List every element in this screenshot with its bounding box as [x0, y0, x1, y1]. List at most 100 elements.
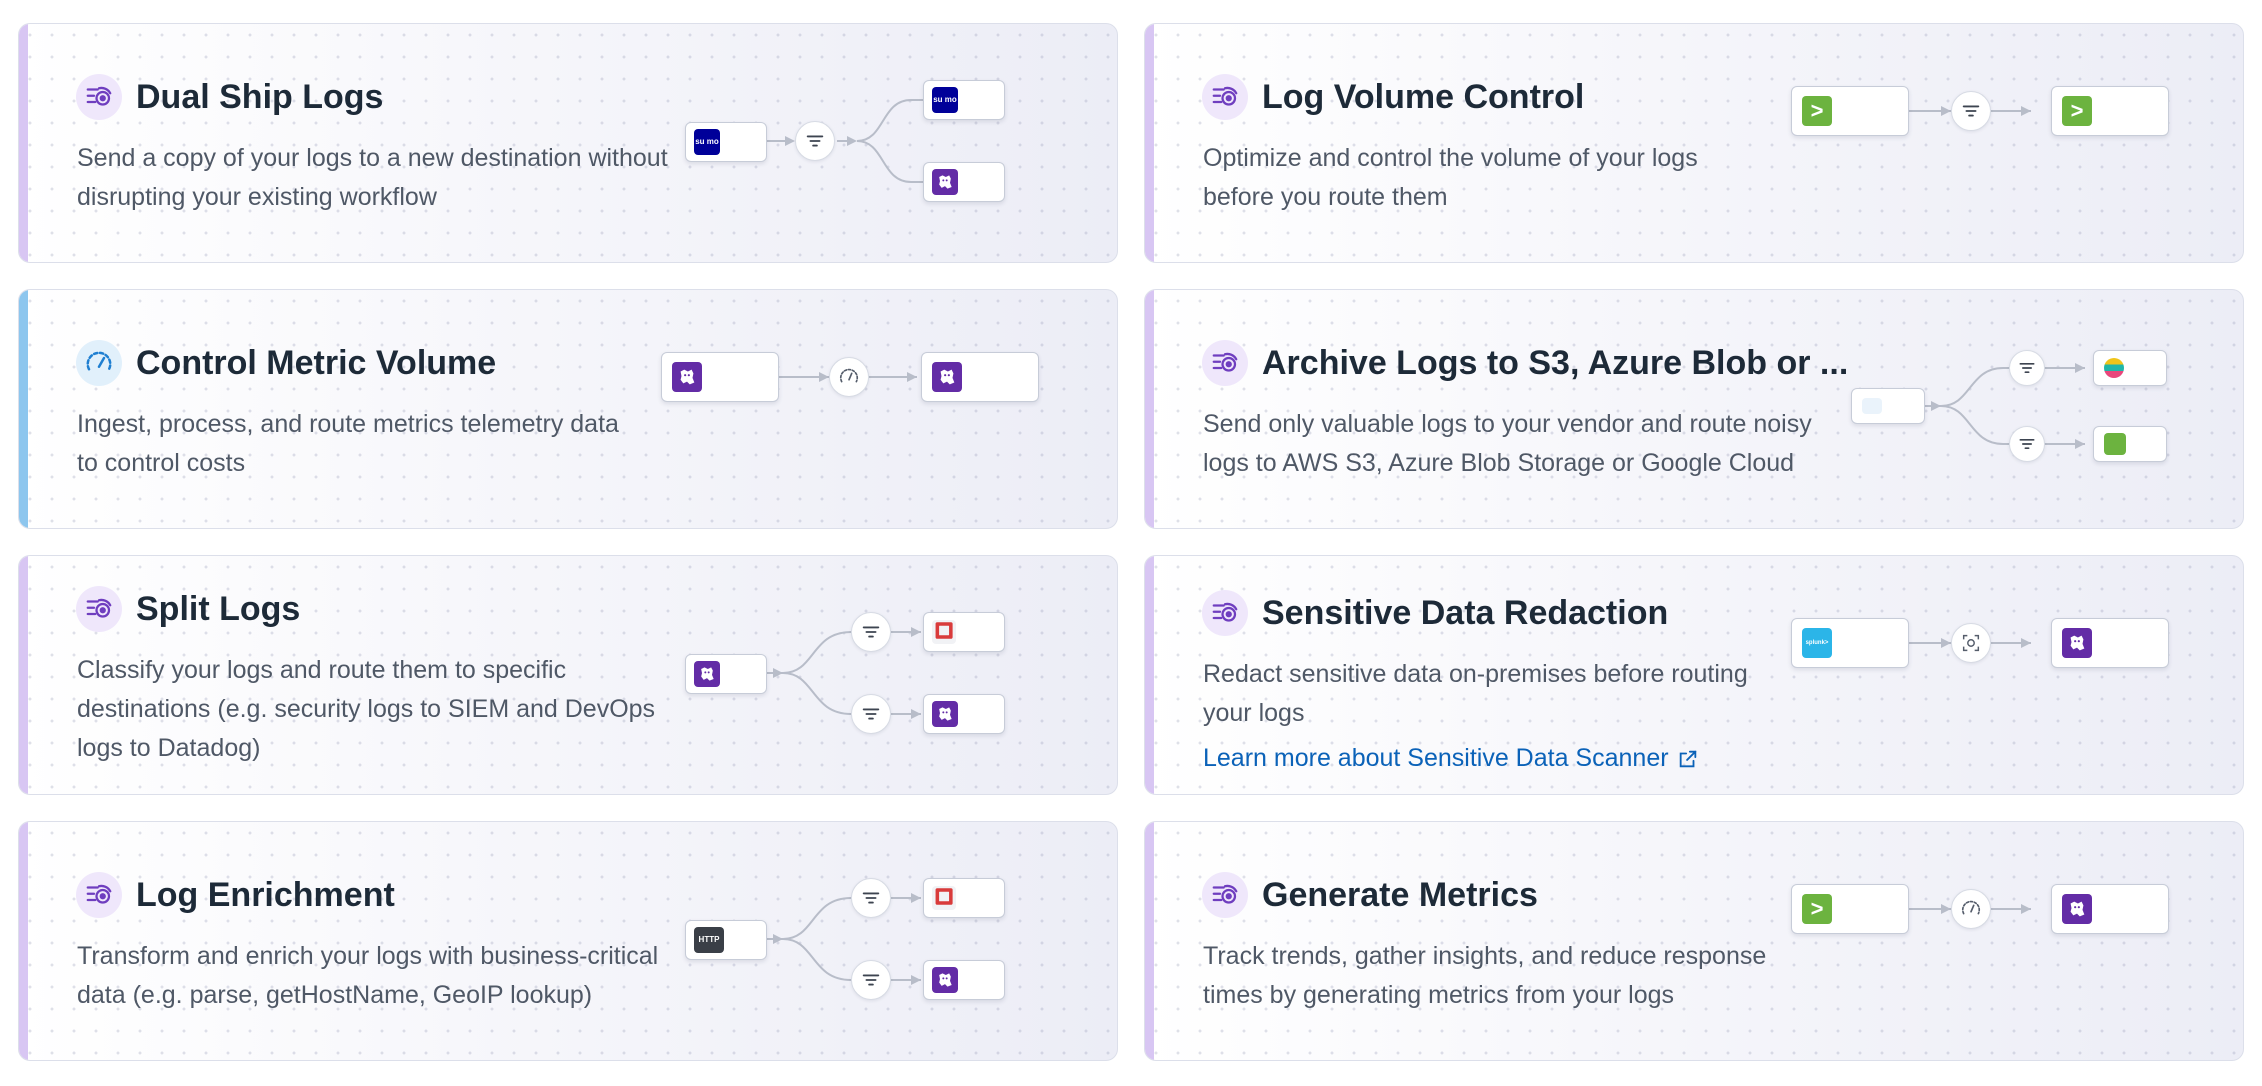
- filter-icon[interactable]: [851, 612, 891, 652]
- elastic-logo: [2104, 358, 2124, 378]
- terminal-logo: >: [2062, 96, 2092, 126]
- gauge-icon: [76, 340, 122, 386]
- external-link-icon: [1677, 748, 1699, 770]
- card-description: Send only valuable logs to your vendor a…: [1203, 410, 1812, 477]
- gauge-icon[interactable]: [829, 357, 869, 397]
- sensitive-data-scanner-link[interactable]: Learn more about Sensitive Data Scanner: [1203, 744, 1699, 773]
- datadog-logo: [932, 169, 958, 195]
- sumo-logic-logo: su mo: [694, 129, 720, 155]
- pipeline-icon: [76, 74, 122, 120]
- card-title: Archive Logs to S3, Azure Blob or ...: [1262, 343, 1849, 382]
- source-node[interactable]: [661, 352, 779, 402]
- card-description: Track trends, gather insights, and reduc…: [1203, 942, 1767, 1009]
- filter-icon[interactable]: [795, 121, 835, 161]
- pipeline-icon: [1202, 74, 1248, 120]
- card-accent-stripe: [19, 556, 28, 794]
- source-node[interactable]: splunk>: [1791, 618, 1909, 668]
- terminal-logo: >: [1802, 894, 1832, 924]
- source-node[interactable]: [1851, 388, 1925, 424]
- pipeline-icon: [1202, 340, 1248, 386]
- card-title: Split Logs: [136, 589, 301, 628]
- use-case-grid: Dual Ship Logs Send a copy of your logs …: [18, 23, 2244, 1061]
- filter-icon[interactable]: [851, 878, 891, 918]
- card-control-metric-volume[interactable]: Control Metric Volume Ingest, process, a…: [18, 289, 1118, 529]
- card-description: Transform and enrich your logs with busi…: [77, 942, 659, 1009]
- source-logo: [1862, 398, 1882, 414]
- pipeline-icon: [76, 586, 122, 632]
- scanner-icon[interactable]: [1951, 623, 1991, 663]
- destination-node[interactable]: [923, 694, 1005, 734]
- flow-diagram: >: [1791, 882, 2171, 1002]
- card-title: Log Volume Control: [1262, 77, 1585, 116]
- destination-node[interactable]: >: [2051, 86, 2169, 136]
- destination-node[interactable]: [2093, 350, 2167, 386]
- pipeline-icon: [1202, 872, 1248, 918]
- http-logo: HTTP: [694, 927, 724, 953]
- card-accent-stripe: [19, 290, 28, 528]
- pipeline-icon: [76, 872, 122, 918]
- card-archive-logs[interactable]: Archive Logs to S3, Azure Blob or ... Se…: [1144, 289, 2244, 529]
- filter-icon[interactable]: [2009, 426, 2045, 462]
- terminal-logo: >: [1802, 96, 1832, 126]
- card-description: Optimize and control the volume of your …: [1203, 144, 1698, 211]
- card-title: Control Metric Volume: [136, 343, 497, 382]
- datadog-logo: [2062, 628, 2092, 658]
- card-title: Generate Metrics: [1262, 875, 1538, 914]
- card-description: Classify your logs and route them to spe…: [77, 656, 656, 762]
- flow-diagram: > >: [1791, 84, 2171, 204]
- datadog-logo: [672, 362, 702, 392]
- card-description: Ingest, process, and route metrics telem…: [77, 410, 619, 477]
- destination-node[interactable]: 🔲︎: [923, 878, 1005, 918]
- card-description: Redact sensitive data on-premises before…: [1203, 660, 1748, 727]
- source-node[interactable]: >: [1791, 86, 1909, 136]
- filter-icon[interactable]: [851, 694, 891, 734]
- card-title: Dual Ship Logs: [136, 77, 384, 116]
- filter-icon[interactable]: [851, 960, 891, 1000]
- source-node[interactable]: >: [1791, 884, 1909, 934]
- flow-diagram: HTTP 🔲︎: [685, 872, 1065, 1012]
- card-accent-stripe: [19, 822, 28, 1060]
- card-log-volume-control[interactable]: Log Volume Control Optimize and control …: [1144, 23, 2244, 263]
- destination-node[interactable]: 🔲︎: [923, 612, 1005, 652]
- filter-icon[interactable]: [2009, 350, 2045, 386]
- splunk-logo: splunk>: [1802, 628, 1832, 658]
- card-accent-stripe: [1145, 290, 1154, 528]
- filter-icon[interactable]: [1951, 91, 1991, 131]
- s3-bucket-logo: [2104, 433, 2126, 455]
- destination-node[interactable]: [2051, 884, 2169, 934]
- destination-node[interactable]: [923, 960, 1005, 1000]
- flow-diagram: splunk>: [1791, 616, 2171, 736]
- card-dual-ship-logs[interactable]: Dual Ship Logs Send a copy of your logs …: [18, 23, 1118, 263]
- sumo-logic-logo: su mo: [932, 87, 958, 113]
- destination-node[interactable]: [921, 352, 1039, 402]
- source-node[interactable]: HTTP: [685, 920, 767, 960]
- link-label: Learn more about Sensitive Data Scanner: [1203, 744, 1669, 772]
- destination-node[interactable]: [2051, 618, 2169, 668]
- flow-diagram: 🔲︎: [685, 606, 1065, 746]
- flow-diagram: [1851, 340, 2181, 480]
- datadog-logo: [694, 661, 720, 687]
- card-generate-metrics[interactable]: Generate Metrics Track trends, gather in…: [1144, 821, 2244, 1061]
- card-log-enrichment[interactable]: Log Enrichment Transform and enrich your…: [18, 821, 1118, 1061]
- card-accent-stripe: [1145, 24, 1154, 262]
- destination-node[interactable]: [923, 162, 1005, 202]
- card-accent-stripe: [1145, 556, 1154, 794]
- card-title: Sensitive Data Redaction: [1262, 593, 1669, 632]
- card-split-logs[interactable]: Split Logs Classify your logs and route …: [18, 555, 1118, 795]
- gauge-icon[interactable]: [1951, 889, 1991, 929]
- card-sensitive-data-redaction[interactable]: Sensitive Data Redaction Redact sensitiv…: [1144, 555, 2244, 795]
- source-node[interactable]: [685, 654, 767, 694]
- card-title: Log Enrichment: [136, 875, 395, 914]
- card-accent-stripe: [19, 24, 28, 262]
- destination-node[interactable]: [2093, 426, 2167, 462]
- datadog-logo: [932, 362, 962, 392]
- flow-diagram: su mo su mo: [685, 74, 1065, 214]
- datadog-logo: [932, 967, 958, 993]
- datadog-logo: [2062, 894, 2092, 924]
- siem-logo: 🔲︎: [932, 620, 956, 644]
- source-node[interactable]: su mo: [685, 122, 767, 162]
- destination-node[interactable]: su mo: [923, 80, 1005, 120]
- card-description: Send a copy of your logs to a new destin…: [77, 144, 668, 211]
- card-accent-stripe: [1145, 822, 1154, 1060]
- pipeline-icon: [1202, 590, 1248, 636]
